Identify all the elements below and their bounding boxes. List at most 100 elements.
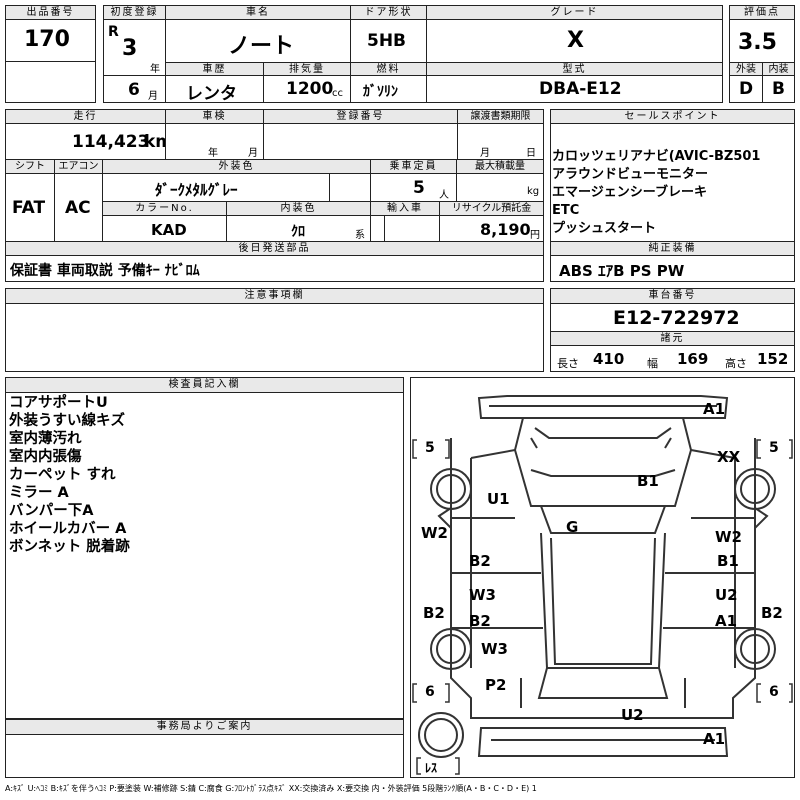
recycle-unit: 円 <box>530 230 540 241</box>
displacement-label: 排気量 <box>263 62 351 76</box>
inspection-cell: 年 月 <box>165 123 264 160</box>
first-reg-label: 初度登録 <box>103 5 166 20</box>
inspector-line: カーペット すれ <box>9 467 116 483</box>
score: 3.5 <box>738 30 777 55</box>
capacity-label: 乗車定員 <box>370 159 457 174</box>
intcolor-label: 内装色 <box>226 201 371 216</box>
inspector-line: 室内内張傷 <box>9 449 82 465</box>
grade-cell: X <box>426 19 723 63</box>
displacement-unit: cc <box>332 88 343 99</box>
later-parts: 保証書 車両取説 予備ｷｰ ﾅﾋﾞﾛﾑ <box>10 263 200 279</box>
car-name: ノート <box>228 34 295 59</box>
displacement-cell: 1200 cc <box>263 75 351 103</box>
interior-color: ｸﾛ <box>291 224 305 240</box>
notes-cell <box>5 303 544 372</box>
interior-cell: B <box>762 75 795 103</box>
damage-mark: P2 <box>485 676 507 694</box>
door-type: 5HB <box>367 31 407 51</box>
grade-label: グレード <box>426 5 723 20</box>
model-label: 型式 <box>426 62 723 76</box>
regno-cell <box>263 123 458 160</box>
first-reg-month: 6 <box>128 80 140 100</box>
color-cell-right <box>329 173 371 202</box>
model-cell: DBA-E12 <box>426 75 723 103</box>
office-label: 事務局よりご案内 <box>5 719 404 735</box>
damage-mark: B2 <box>423 604 445 622</box>
wheel-label-front-left: 5 <box>425 440 435 456</box>
wheel-label-front-right: 5 <box>769 440 779 456</box>
inspector-label: 検査員記入欄 <box>5 377 404 393</box>
exterior-color: ﾀﾞｰｸﾒﾀﾙｸﾞﾚｰ <box>155 181 238 199</box>
intcolor-cell: ｸﾛ 系 <box>226 215 371 242</box>
damage-mark: B2 <box>469 612 491 630</box>
intcolor-unit: 系 <box>355 230 365 241</box>
dimensions-label: 諸元 <box>550 331 795 346</box>
exterior-label: 外装 <box>729 62 763 76</box>
chassis-number: E12-722972 <box>613 307 740 329</box>
damage-mark: W2 <box>715 528 742 546</box>
damage-mark: B1 <box>717 552 739 570</box>
inspector-cell: コアサポートU 外装うすい線キズ 室内薄汚れ 室内内張傷 カーペット すれ ミラ… <box>5 392 404 719</box>
ac-label: エアコン <box>54 159 103 174</box>
inspector-line: ボンネット 脱着跡 <box>9 539 130 555</box>
transfer-label: 譲渡書類期限 <box>457 109 544 124</box>
capacity-cell: 5 人 <box>370 173 457 202</box>
sales-point-line: アラウンドビューモニター <box>552 167 709 182</box>
fuel: ｶﾞｿﾘﾝ <box>363 84 398 100</box>
damage-mark: U2 <box>621 706 644 724</box>
history-cell: レンタ <box>165 75 264 104</box>
capacity-unit: 人 <box>439 190 449 201</box>
color-label: 外装色 <box>102 159 371 174</box>
inspector-line: 室内薄汚れ <box>9 431 82 447</box>
maxload-cell: kg <box>456 173 544 202</box>
score-label: 評価点 <box>729 5 795 20</box>
grade: X <box>567 28 584 53</box>
door-cell: 5HB <box>350 19 427 63</box>
maxload-label: 最大積載量 <box>456 159 544 174</box>
import-cell-b <box>384 215 440 242</box>
damage-mark: A1 <box>703 400 726 418</box>
sales-point-line: カロッツェリアナビ(AVIC-BZ501 <box>552 149 761 164</box>
later-parts-cell: 保証書 車両取説 予備ｷｰ ﾅﾋﾞﾛﾑ <box>5 255 544 282</box>
notes-label: 注意事項欄 <box>5 288 544 304</box>
shift-label: シフト <box>5 159 55 174</box>
exterior-grade: D <box>739 79 754 99</box>
inspection-label: 車検 <box>165 109 264 124</box>
lot-no-blank <box>5 61 96 103</box>
sales-point-label: セールスポイント <box>550 109 795 124</box>
exterior-cell: D <box>729 75 763 103</box>
damage-mark: W3 <box>469 586 496 604</box>
history-label: 車歴 <box>165 62 264 76</box>
car-outline <box>412 395 793 775</box>
first-reg-year: 3 <box>122 36 138 61</box>
sales-point-cell: カロッツェリアナビ(AVIC-BZ501 アラウンドビューモニター エマージェン… <box>550 123 795 242</box>
maxload-unit: kg <box>527 186 540 197</box>
import-cell-a <box>370 215 385 242</box>
equipment-label: 純正装備 <box>550 241 795 256</box>
displacement: 1200 <box>286 79 334 99</box>
inspector-line: ホイールカバー A <box>9 521 127 537</box>
mileage-label: 走行 <box>5 109 166 124</box>
year-unit: 年 <box>150 64 160 75</box>
damage-mark: B2 <box>761 604 783 622</box>
transfer-cell: 月 日 <box>457 123 544 160</box>
ac-cell: AC <box>54 173 103 242</box>
damage-mark: U1 <box>487 490 510 508</box>
width: 169 <box>677 350 709 368</box>
recycle-fee: 8,190 <box>480 220 531 239</box>
damage-mark: XX <box>717 448 741 466</box>
history: レンタ <box>186 84 237 104</box>
damage-mark: W3 <box>481 640 508 658</box>
recycle-label: リサイクル預託金 <box>439 201 544 216</box>
era-code: R <box>108 24 119 40</box>
interior-grade: B <box>772 79 785 99</box>
chassis-cell: E12-722972 <box>550 303 795 332</box>
inspection-year-unit: 年 <box>208 148 218 159</box>
interior-label: 内装 <box>762 62 795 76</box>
height: 152 <box>757 350 789 368</box>
chassis-label: 車台番号 <box>550 288 795 304</box>
mileage-cell: 114,423 km <box>5 123 173 160</box>
transfer-month-unit: 月 <box>480 148 490 159</box>
sales-point-line: エマージェンシーブレーキ <box>552 185 707 200</box>
damage-mark: U2 <box>715 586 738 604</box>
